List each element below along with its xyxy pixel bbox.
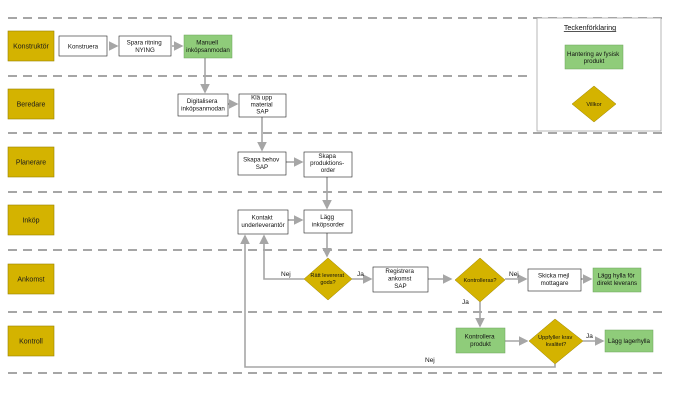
svg-text:Konstruktör: Konstruktör <box>13 44 49 51</box>
node-manuell-inkopsanmodan: Manuell inköpsanmodan <box>183 34 233 59</box>
edge-labels: Nej Ja Nej Ja Ja Nej <box>281 271 593 364</box>
lane-label-planerare: Planerare <box>7 146 55 178</box>
decision-uppfyller-krav: Uppfyller krav kvalitet? <box>528 318 584 365</box>
edge-label-ja: Ja <box>462 299 469 306</box>
svg-text:Kontroll: Kontroll <box>19 339 43 346</box>
lane-label-beredare: Beredare <box>7 88 55 120</box>
svg-text:Manuell inköpsanmodan: Manuell inköpsanmodan <box>186 40 230 55</box>
edge-label-ja: Ja <box>357 271 364 278</box>
node-skapa-produktionsorder: Skapa produktions- order <box>303 151 353 178</box>
node-registrera-ankomst: Registrera ankomst SAP <box>372 266 429 293</box>
legend-condition-swatch <box>571 85 617 123</box>
legend-title: Teckenförklaring <box>564 23 616 32</box>
node-kontakt-underleverantor: Kontakt underleverantör <box>237 209 289 235</box>
arrow-ratt-nej-kontakt <box>259 234 304 280</box>
node-spara-ritning: Spara ritning NYING <box>118 35 172 57</box>
svg-text:Planerare: Planerare <box>16 160 46 167</box>
node-skapa-behov: Skapa behov SAP <box>237 151 287 176</box>
svg-text:Klä upp material S: Klä upp material SAP <box>251 95 275 116</box>
svg-text:Lägg inköpsorder: Lägg inköpsorder <box>312 214 344 229</box>
legend: Teckenförklaring Hantering av fysisk pro… <box>536 17 662 132</box>
svg-text:Skicka mejl mottagare: Skicka mejl mottagare <box>538 273 571 288</box>
legend-physical-swatch <box>564 44 624 70</box>
edge-label-nej: Nej <box>509 271 519 278</box>
edge-label-nej: Nej <box>281 271 291 278</box>
legend-physical-label: Hantering av fysisk produkt <box>567 51 621 65</box>
svg-text:Beredare: Beredare <box>17 102 46 109</box>
svg-text:Inköp: Inköp <box>22 218 39 225</box>
svg-text:Registrera ankomst: Registrera ankomst SAP <box>385 268 415 290</box>
node-lagg-hylla-direkt: Lägg hylla för direkt leverans <box>592 267 642 293</box>
svg-text:Digitalisera inköpsanmod: Digitalisera inköpsanmodan <box>181 98 225 113</box>
svg-text:Skapa produktions-: Skapa produktions- order <box>310 153 346 174</box>
node-kontrollera-produkt: Kontrollera produkt <box>455 327 506 354</box>
arrow-uppfyller-nej-kontakt <box>240 234 556 368</box>
lane-separators <box>8 17 668 374</box>
node-digitalisera: Digitalisera inköpsanmodan <box>177 93 229 117</box>
node-lagg-inkopsorder: Lägg inköpsorder <box>303 209 353 234</box>
svg-text:Lägg lagerhylla: Lägg lagerhylla <box>608 338 651 345</box>
node-kla-upp-material: Klä upp material SAP <box>238 93 287 118</box>
svg-text:Rätt levererat gods?: Rätt levererat gods? <box>310 273 345 286</box>
node-konstruera: Konstruera <box>58 35 108 57</box>
svg-text:Skapa behov SAP: Skapa behov SAP <box>243 157 281 172</box>
lane-label-konstruktor: Konstruktör <box>7 30 55 62</box>
svg-text:Konstruera: Konstruera <box>68 44 99 51</box>
decision-ratt-levererat-gods: Rätt levererat gods? <box>303 257 353 301</box>
decision-kontrolleras: Kontrolleras? <box>454 257 506 303</box>
edge-label-nej: Nej <box>425 357 435 364</box>
svg-text:Kontakt underleverantör: Kontakt underleverantör <box>241 215 284 230</box>
svg-text:Kontrolleras?: Kontrolleras? <box>464 278 497 284</box>
lane-label-ankomst: Ankomst <box>7 263 55 295</box>
lane-label-inkop: Inköp <box>7 204 55 236</box>
edge-label-ja: Ja <box>586 333 593 340</box>
connectors <box>109 41 605 368</box>
legend-condition-label: Villkor <box>586 102 601 108</box>
svg-text:Uppfyller krav kvalitet?: Uppfyller krav kvalitet? <box>538 335 574 348</box>
node-skicka-mejl: Skicka mejl mottagare <box>527 268 582 292</box>
lane-label-kontroll: Kontroll <box>7 325 55 357</box>
svg-text:Spara ritning NYING: Spara ritning NYING <box>127 40 164 55</box>
svg-text:Lägg hylla för direkt le: Lägg hylla för direkt leverans <box>597 273 637 288</box>
svg-text:Ankomst: Ankomst <box>17 277 44 284</box>
svg-text:Kontrollera produkt: Kontrollera produkt <box>465 334 497 349</box>
node-lagg-lagerhylla: Lägg lagerhylla <box>604 329 654 353</box>
